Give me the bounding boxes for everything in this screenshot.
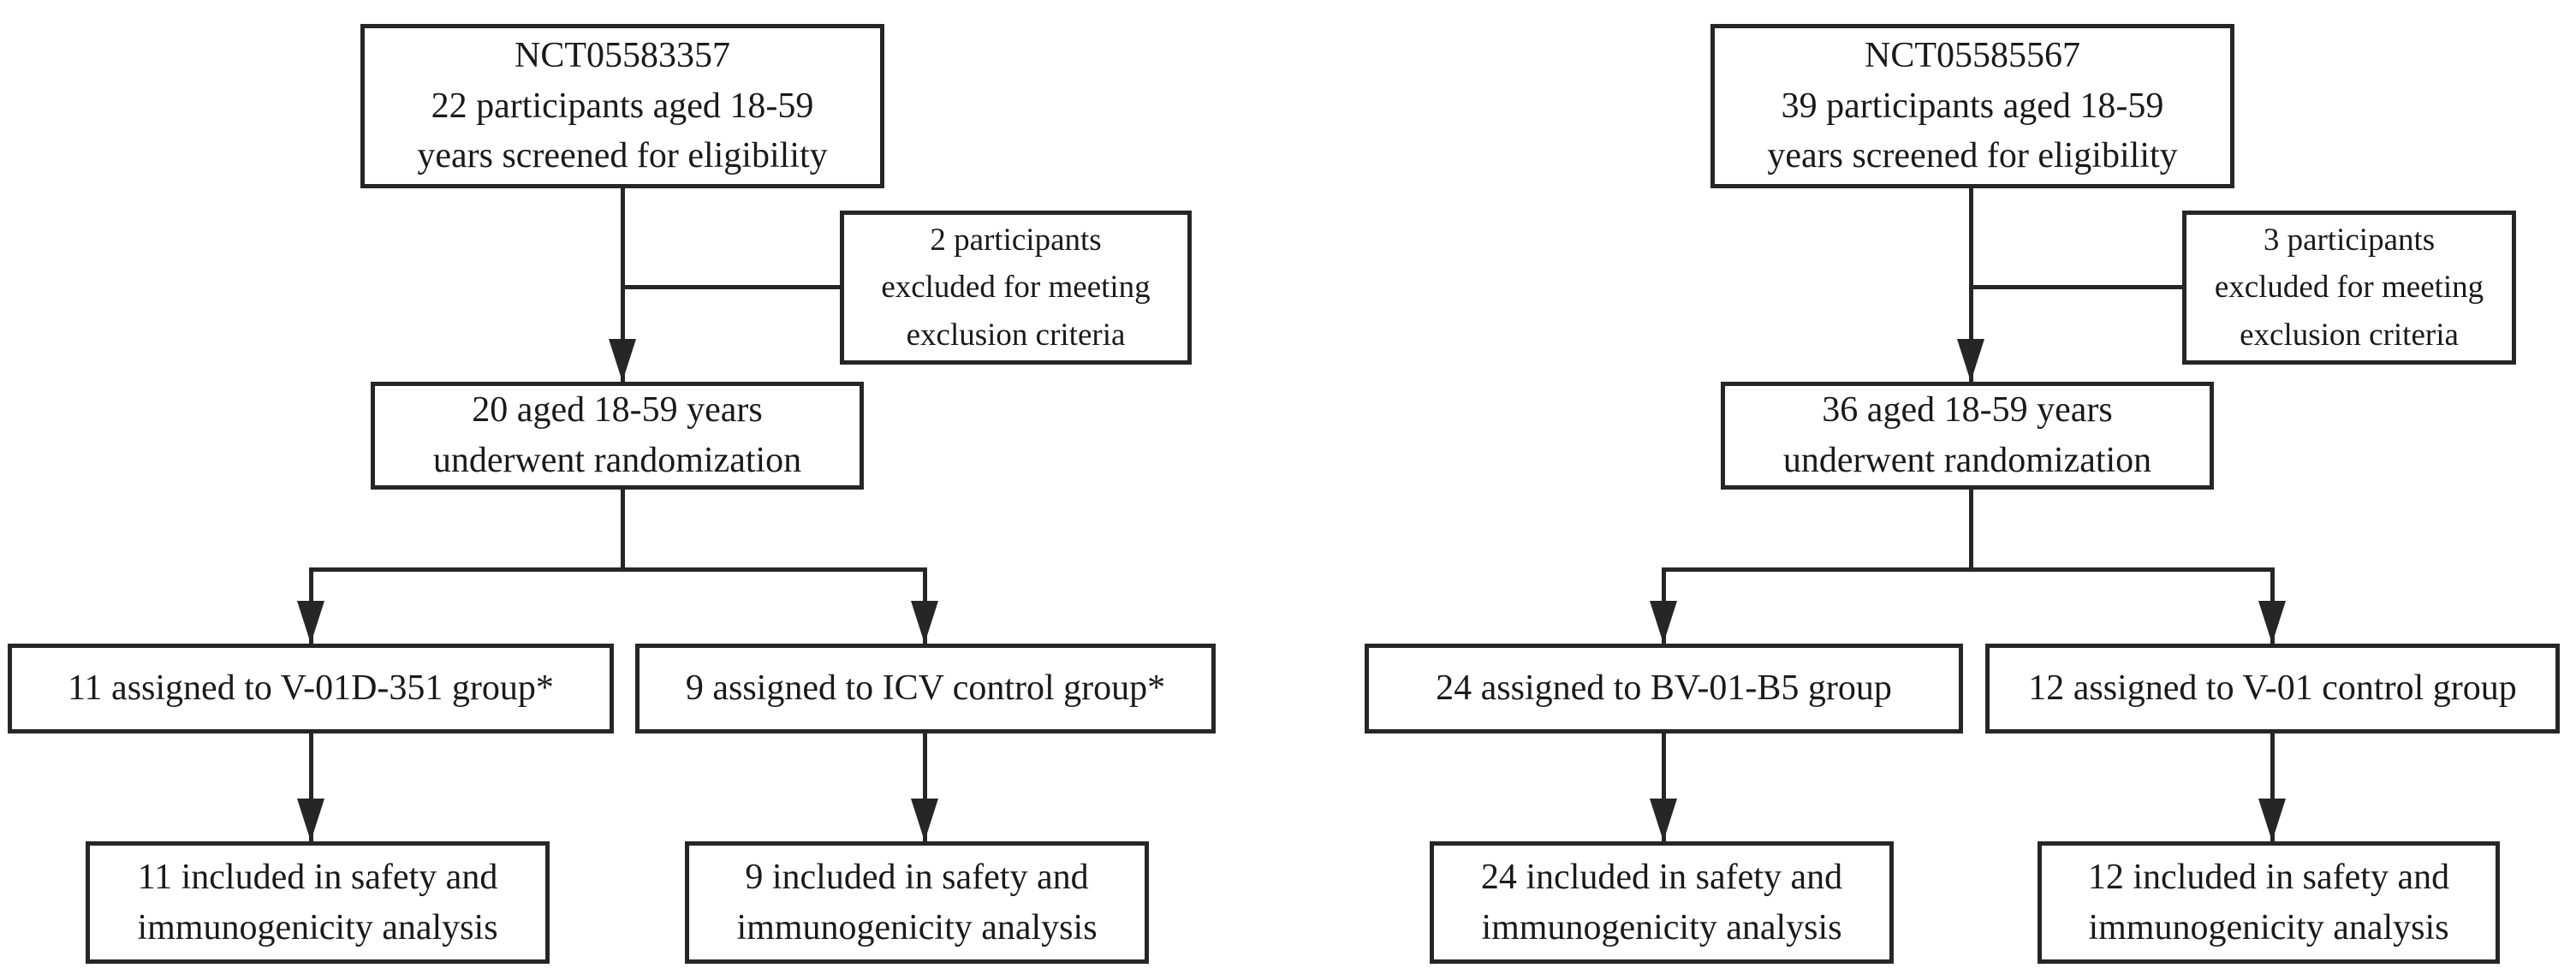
left-arm2-arrowhead-icon <box>911 601 938 644</box>
right-exclusion-connector-line <box>1969 285 2184 289</box>
right-randomized-arrowhead-icon <box>1957 339 1984 382</box>
right-arm2-arrowhead-icon <box>2258 601 2286 644</box>
right-excluded-box: 3 participants excluded for meeting excl… <box>2182 211 2516 365</box>
left-randomized-down-line <box>621 490 625 569</box>
right-arm1-analysis-arrowhead-icon <box>1650 799 1677 841</box>
right-arm2-box: 12 assigned to V-01 control group <box>1985 644 2560 733</box>
left-randomized-arrowhead-icon <box>609 339 636 382</box>
left-branch-horizontal-line <box>309 567 927 572</box>
right-randomized-box: 36 aged 18-59 years underwent randomizat… <box>1721 382 2214 490</box>
right-arm2-analysis-box: 12 included in safety and immunogenicity… <box>2038 841 2500 964</box>
left-arm2-analysis-box: 9 included in safety and immunogenicity … <box>685 841 1149 964</box>
right-randomized-down-line <box>1969 490 1973 569</box>
right-arm1-down-line <box>1662 733 1666 841</box>
left-arm2-box: 9 assigned to ICV control group* <box>635 644 1216 733</box>
left-arm1-analysis-box: 11 included in safety and immunogenicity… <box>86 841 550 964</box>
right-arm2-down-line <box>2270 733 2275 841</box>
right-arm2-analysis-arrowhead-icon <box>2258 799 2286 841</box>
left-excluded-box: 2 participants excluded for meeting excl… <box>840 211 1192 365</box>
left-arm2-analysis-arrowhead-icon <box>911 799 938 841</box>
left-arm1-arrowhead-icon <box>297 601 324 644</box>
right-arm1-analysis-box: 24 included in safety and immunogenicity… <box>1430 841 1894 964</box>
right-screened-box: NCT05585567 39 participants aged 18-59 y… <box>1710 24 2234 188</box>
left-exclusion-connector-line <box>621 285 842 289</box>
left-randomized-box: 20 aged 18-59 years underwent randomizat… <box>371 382 864 490</box>
left-arm1-analysis-arrowhead-icon <box>297 799 324 841</box>
left-arm2-down-line <box>923 733 927 841</box>
left-arm1-down-line <box>309 733 313 841</box>
left-arm1-box: 11 assigned to V-01D-351 group* <box>8 644 614 733</box>
right-arm1-arrowhead-icon <box>1650 601 1677 644</box>
right-arm1-box: 24 assigned to BV-01-B5 group <box>1365 644 1963 733</box>
left-screened-box: NCT05583357 22 participants aged 18-59 y… <box>360 24 884 188</box>
right-branch-horizontal-line <box>1662 567 2275 572</box>
